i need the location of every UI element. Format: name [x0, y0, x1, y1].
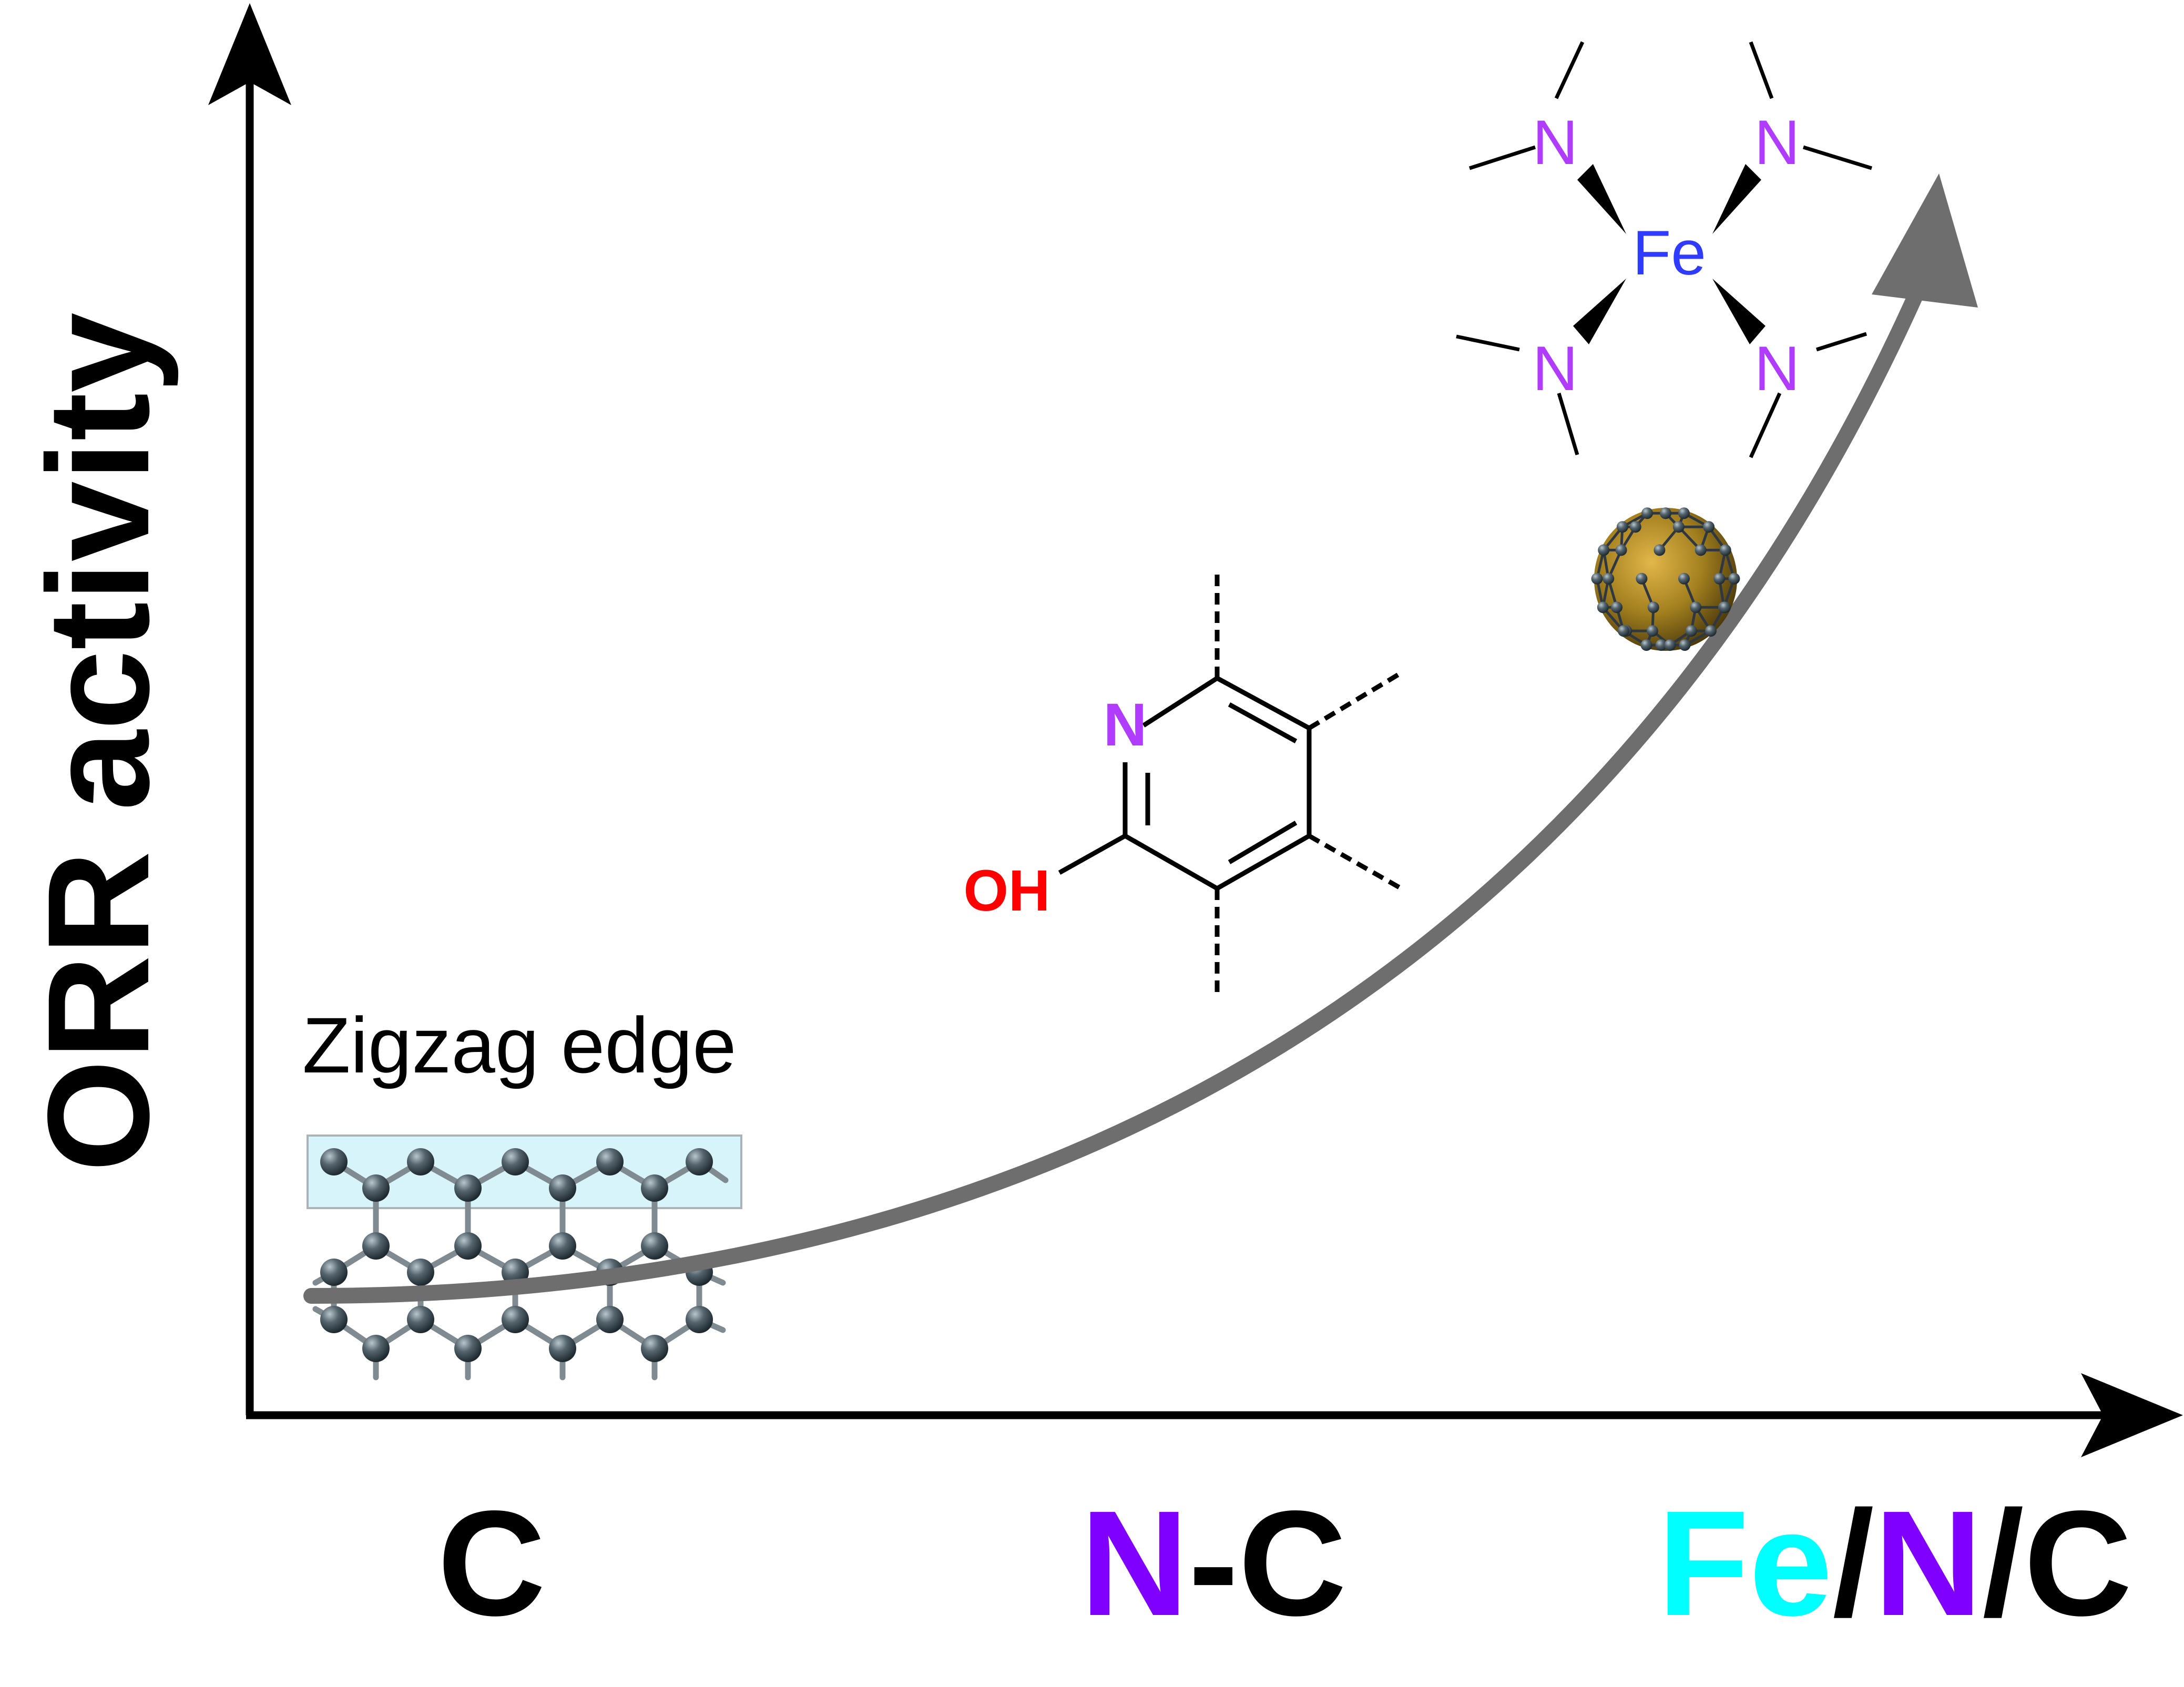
- carbon-atom: [596, 1148, 624, 1175]
- x-category-part: /C: [1982, 1480, 2132, 1647]
- carbon-atom: [362, 1335, 390, 1362]
- cage-atom: [1713, 572, 1726, 585]
- cage-atom: [1646, 625, 1658, 637]
- cage-atom: [1611, 601, 1623, 614]
- iron-center-label: Fe: [1632, 218, 1706, 288]
- cage-atom: [1655, 639, 1667, 651]
- y-axis-arrowhead: [208, 3, 291, 105]
- carbon-atom: [641, 1174, 668, 1202]
- cage-atom: [1660, 507, 1671, 519]
- x-axis-arrowhead: [2081, 1373, 2183, 1457]
- cage-atom: [1603, 572, 1615, 585]
- cage-atom: [1664, 639, 1676, 651]
- y-axis-label: ORR activity: [18, 312, 180, 1172]
- carbon-atom: [320, 1148, 348, 1175]
- x-category-label: C: [437, 1480, 546, 1647]
- cage-atom: [1647, 601, 1659, 614]
- cage-atom: [1719, 601, 1731, 614]
- cage-atom: [1654, 544, 1666, 556]
- fe-n4-complex: Fe N N N N: [1456, 41, 1873, 458]
- x-category-part: Fe: [1658, 1480, 1833, 1647]
- trend-arrow: [303, 173, 1978, 1304]
- carbon-atom: [362, 1174, 390, 1202]
- pyridine-structure: N OH: [964, 568, 1403, 996]
- x-category-part: N: [1874, 1480, 1982, 1647]
- carbon-atom: [320, 1259, 348, 1286]
- carbon-atom: [407, 1259, 434, 1286]
- cage-atom: [1616, 521, 1628, 533]
- x-category-part: -C: [1189, 1480, 1347, 1647]
- carbon-atom: [596, 1306, 624, 1333]
- cage-atom: [1690, 601, 1702, 614]
- axes: [208, 3, 2183, 1457]
- carbon-atom: [320, 1306, 348, 1333]
- cage-atom: [1629, 521, 1641, 533]
- cage-atom: [1617, 625, 1629, 637]
- nitrogen-ligand-label: N: [1754, 333, 1800, 404]
- carbon-atom: [686, 1306, 713, 1333]
- cage-atom: [1695, 544, 1707, 556]
- x-category-label: N-C: [1080, 1480, 1347, 1647]
- carbon-atom: [407, 1306, 434, 1333]
- cage-atom: [1719, 544, 1731, 556]
- x-category-part: C: [437, 1480, 546, 1647]
- nitrogen-ligand-label: N: [1754, 107, 1800, 178]
- cage-atom: [1728, 572, 1740, 585]
- hydroxyl-label: OH: [964, 858, 1050, 923]
- carbon-atom: [407, 1148, 434, 1175]
- carbon-atom: [454, 1232, 482, 1260]
- zigzag-edge-label: Zigzag edge: [302, 1001, 737, 1089]
- x-category-part: /: [1832, 1480, 1874, 1647]
- carbon-atom: [641, 1335, 668, 1362]
- cage-atom: [1678, 572, 1690, 585]
- cage-atom: [1640, 639, 1652, 651]
- carbon-atom: [686, 1148, 713, 1175]
- pyridinic-n-label: N: [1103, 691, 1147, 759]
- cage-atom: [1703, 521, 1715, 533]
- carbon-atom: [502, 1306, 529, 1333]
- trend-arrowhead: [1872, 173, 1978, 308]
- carbon-atom: [549, 1232, 576, 1260]
- trend-curve: [303, 268, 1932, 1304]
- carbon-atom: [549, 1174, 576, 1202]
- carbon-atom: [362, 1232, 390, 1260]
- cage-atom: [1679, 639, 1691, 651]
- nitrogen-ligand-label: N: [1533, 333, 1578, 404]
- cage-atom: [1598, 544, 1610, 556]
- carbon-atom: [641, 1232, 668, 1260]
- cage-atom: [1685, 625, 1697, 637]
- carbon-atom: [454, 1174, 482, 1202]
- cage-atom: [1641, 507, 1654, 519]
- cage-atom: [1672, 521, 1685, 533]
- carbon-atom: [549, 1335, 576, 1362]
- x-category-part: N: [1080, 1480, 1189, 1647]
- carbon-atom: [454, 1335, 482, 1362]
- cage-atom: [1705, 625, 1717, 637]
- graphene-sheet: Zigzag edge: [302, 1001, 742, 1381]
- cage-atom: [1678, 507, 1690, 519]
- encapsulated-nanoparticle: [1591, 507, 1740, 651]
- nitrogen-ligand-label: N: [1533, 107, 1578, 178]
- cage-atom: [1597, 601, 1609, 614]
- cage-atom: [1615, 544, 1627, 556]
- cage-atom: [1636, 572, 1648, 585]
- x-category-label: Fe/N/C: [1658, 1480, 2132, 1647]
- carbon-atom: [502, 1148, 529, 1175]
- cage-atom: [1591, 572, 1603, 585]
